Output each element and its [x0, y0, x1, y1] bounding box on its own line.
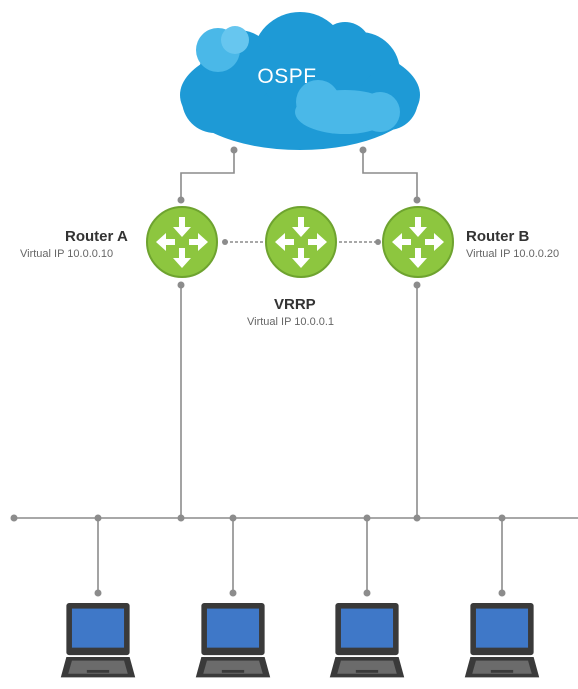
- router-b-name: Router B: [466, 228, 530, 245]
- link-cloud-router-b: [362, 150, 418, 200]
- vrrp-router-icon: [265, 206, 337, 278]
- cloud-link-dots: [177, 146, 421, 204]
- router-a-name: Router A: [65, 228, 128, 245]
- router-b-icon: [382, 206, 454, 278]
- laptop-icon: [464, 603, 540, 678]
- router-a-virtual-ip: Virtual IP 10.0.0.10: [20, 248, 114, 260]
- link-cloud-router-a: [180, 150, 235, 200]
- laptop-icon: [195, 603, 271, 678]
- router-a-icon: [146, 206, 218, 278]
- router-b-virtual-ip: Virtual IP 10.0.0.20: [466, 248, 560, 260]
- laptop-drops: [97, 518, 503, 593]
- router-bus-links: [180, 285, 418, 518]
- cloud-label: OSPF: [257, 65, 317, 88]
- laptop-icon: [329, 603, 405, 678]
- cloud-links: [180, 150, 418, 200]
- vrrp-virtual-ip: Virtual IP 10.0.0.1: [247, 316, 335, 328]
- laptop-icon: [60, 603, 136, 678]
- vrrp-name: VRRP: [274, 296, 316, 313]
- ospf-cloud-icon: [180, 12, 420, 150]
